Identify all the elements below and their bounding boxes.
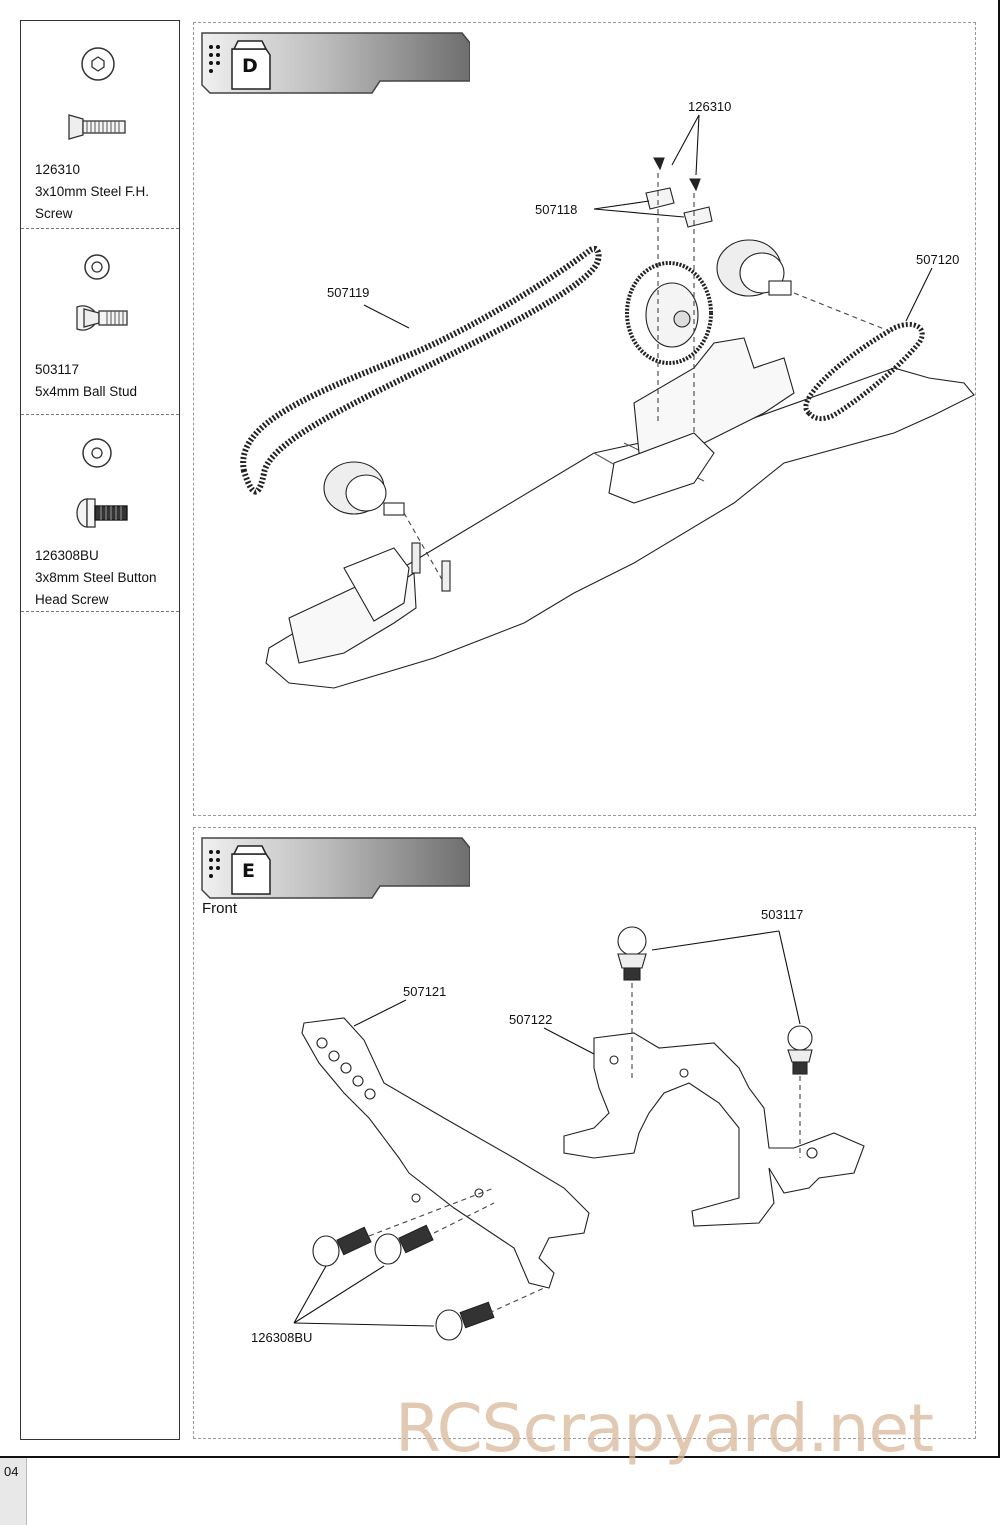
part-description: 5x4mm Ball Stud <box>35 384 138 399</box>
page-frame <box>0 0 1000 1458</box>
part-item-126308BU: 126308BU 3x8mm Steel Button Head Screw <box>21 415 179 612</box>
step-e-header: E <box>200 836 470 900</box>
flat-head-screw-icon <box>68 47 126 140</box>
divider <box>21 611 179 612</box>
page-number-box: 04 <box>0 1458 27 1525</box>
divider <box>21 414 179 415</box>
ball-stud-icon <box>76 254 128 331</box>
step-header-tab <box>201 32 470 94</box>
part-item-503117: 503117 5x4mm Ball Stud <box>21 229 179 415</box>
callout-507120: 507120 <box>916 252 960 267</box>
part-code: 503117 <box>35 362 80 377</box>
callout-507121: 507121 <box>403 984 447 999</box>
callout-126308BU: 126308BU <box>251 1330 313 1345</box>
callout-507122: 507122 <box>509 1012 553 1027</box>
part-description: Screw <box>35 206 73 221</box>
watermark: RCScrapyard.net <box>395 1390 934 1467</box>
part-description: 3x10mm Steel F.H. <box>35 184 150 199</box>
part-item-126310: 126310 3x10mm Steel F.H. Screw <box>21 21 179 229</box>
part-code: 126308BU <box>35 548 99 563</box>
step-letter: D <box>242 55 258 77</box>
step-e-panel: E Front <box>193 827 976 1439</box>
step-e-exploded-drawing <box>293 926 865 1341</box>
divider <box>21 228 179 229</box>
parts-sidebar: 126310 3x10mm Steel F.H. Screw 503117 5x… <box>20 20 180 1440</box>
step-d-panel: D <box>193 22 976 816</box>
step-d-header: D <box>200 31 470 95</box>
callout-126310: 126310 <box>688 99 732 114</box>
step-header-tab <box>201 837 470 899</box>
step-letter: E <box>242 860 255 882</box>
callout-503117: 503117 <box>761 907 804 922</box>
page-number: 04 <box>4 1464 19 1479</box>
part-code: 126310 <box>35 162 81 177</box>
part-description: 3x8mm Steel Button <box>35 570 157 585</box>
front-label: Front <box>202 900 238 917</box>
callout-507119: 507119 <box>327 285 370 300</box>
part-description: Head Screw <box>35 592 109 607</box>
button-head-screw-icon <box>76 438 128 528</box>
step-d-exploded-drawing <box>240 114 975 689</box>
callout-507118: 507118 <box>535 202 578 217</box>
